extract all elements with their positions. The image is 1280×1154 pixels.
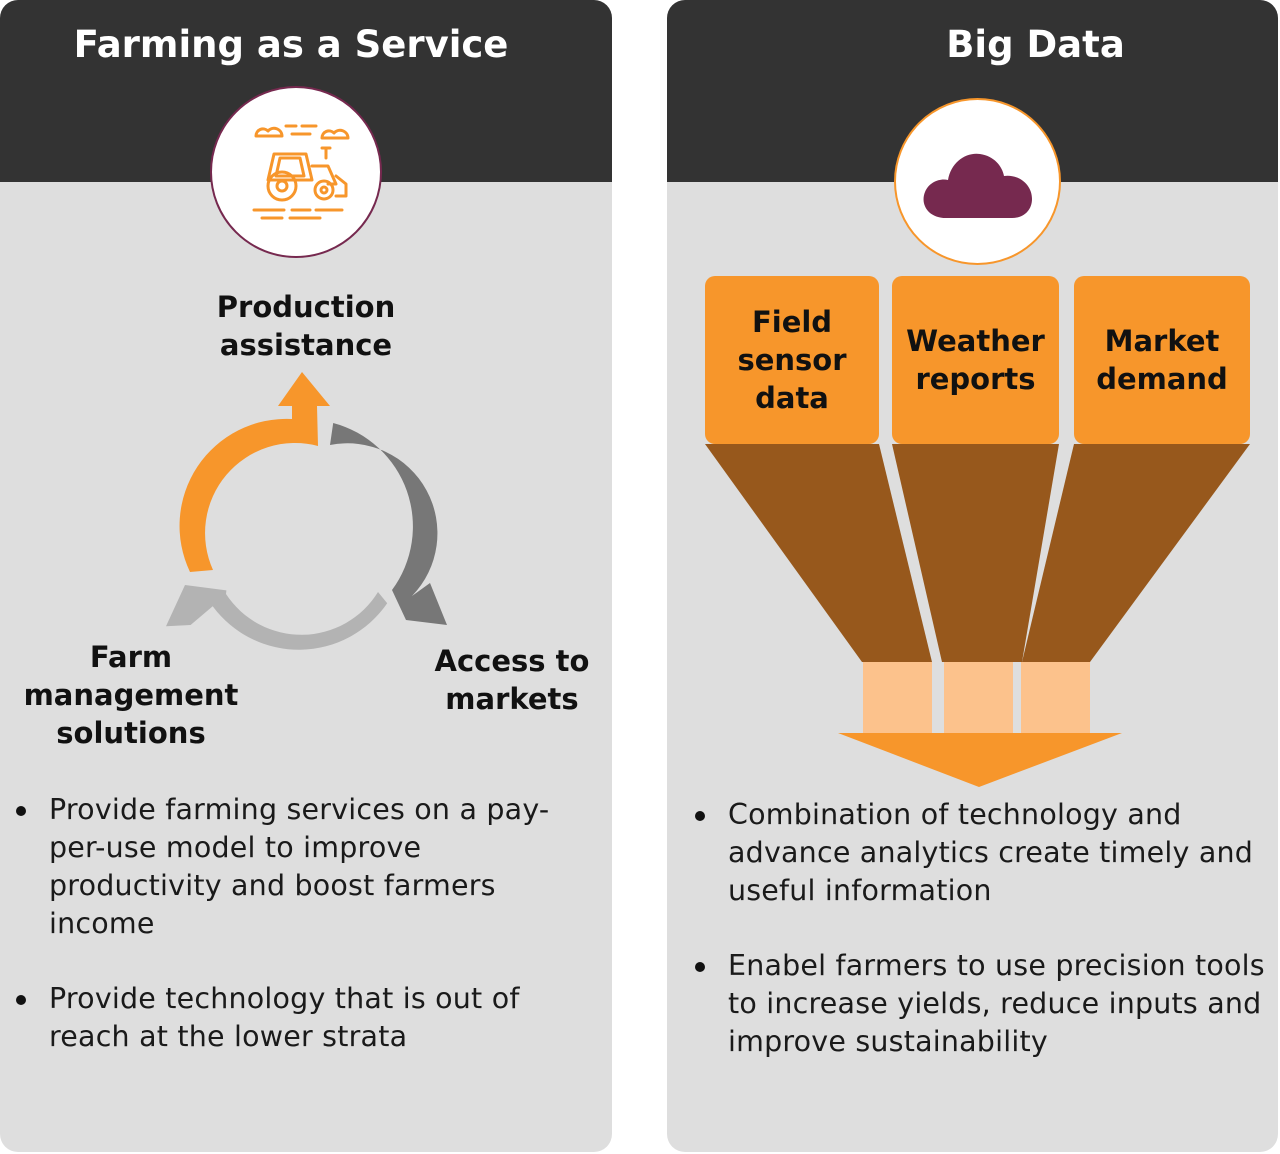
big-data-bullet-item: Enabel farmers to use precision tools to… <box>681 947 1276 1061</box>
source-box-weather <box>892 276 1059 444</box>
big-data-bullet-list: Combination of technology and advance an… <box>681 796 1276 1098</box>
tractor-icon-circle <box>210 86 382 258</box>
funnel-chute-weather <box>892 444 1059 662</box>
cloud-icon-circle <box>894 98 1061 265</box>
cycle-arrow-management <box>166 585 388 650</box>
access-to-markets-label: Access to markets <box>434 644 590 716</box>
data-funnel-diagram <box>705 276 1250 787</box>
cycle-arrow-access <box>330 423 447 625</box>
big-data-panel-title: Big Data <box>946 23 1125 66</box>
funnel-chute-market <box>1022 444 1250 662</box>
farming-bullet-item: Provide technology that is out of reach … <box>2 980 587 1056</box>
funnel-chute-field-sensor <box>705 444 932 662</box>
funnel-outlet-weather <box>944 662 1013 735</box>
field-sensor-data-label: Field sensor data <box>737 305 847 415</box>
farming-bullet-item: Provide farming services on a pay-per-us… <box>2 791 587 943</box>
big-data-panel: Big Data Field sensor data Weather repor… <box>667 0 1278 1152</box>
big-data-bullet-item: Combination of technology and advance an… <box>681 796 1276 910</box>
tractor-icon <box>252 124 350 220</box>
funnel-outlet-market <box>1021 662 1090 735</box>
cycle-arrow-production <box>179 372 330 572</box>
weather-reports-label: Weather reports <box>906 324 1045 396</box>
funnel-outlet-field-sensor <box>863 662 932 735</box>
source-box-market <box>1074 276 1250 444</box>
farming-bullet-list: Provide farming services on a pay-per-us… <box>2 791 587 1093</box>
production-assistance-label: Production assistance <box>216 290 396 362</box>
cloud-icon <box>923 153 1032 218</box>
market-demand-label: Market demand <box>1096 324 1228 396</box>
farming-as-a-service-panel: Farming as a Service <box>0 0 612 1152</box>
funnel-output-arrow <box>838 733 1122 787</box>
source-box-field-sensor <box>705 276 879 444</box>
farm-management-label: Farm management solutions <box>23 640 239 750</box>
farming-panel-title: Farming as a Service <box>73 23 509 66</box>
service-cycle-diagram <box>166 372 447 650</box>
